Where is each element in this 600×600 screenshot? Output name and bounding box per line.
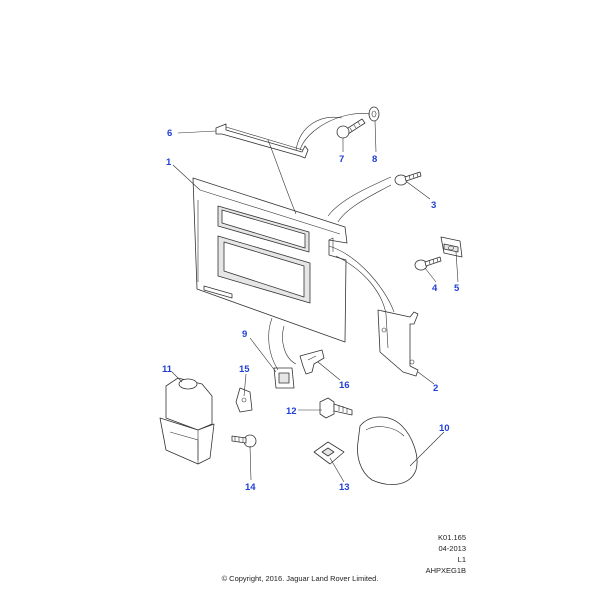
callout-labels: 6 1 7 8 3 4 5 2 9 16 11 15 12 10 14 13 (162, 128, 460, 493)
part-14-screw (231, 434, 257, 448)
callout-15: 15 (239, 364, 250, 375)
callout-5: 5 (454, 283, 460, 294)
part-13-clip (313, 441, 345, 465)
callout-13: 13 (339, 482, 350, 493)
callout-12: 12 (286, 406, 297, 417)
callout-16: 16 (339, 380, 350, 391)
revision-date: 04-2013 (438, 544, 466, 553)
part-11-box (159, 377, 215, 465)
part-2-bracket (377, 309, 419, 377)
level-code: L1 (457, 555, 466, 564)
copyright-notice: © Copyright, 2016. Jaguar Land Rover Lim… (221, 574, 379, 583)
callout-2: 2 (433, 383, 438, 394)
callout-14: 14 (245, 482, 256, 493)
callout-6: 6 (167, 128, 172, 139)
callout-4: 4 (432, 283, 438, 294)
callout-10: 10 (439, 423, 450, 434)
callout-11: 11 (162, 364, 173, 375)
part-8-washer (368, 106, 380, 122)
part-9-grommet (273, 367, 295, 389)
part-1-panel (192, 177, 348, 343)
part-5-clip-nut (440, 236, 463, 258)
part-4-screw (414, 256, 442, 271)
reference-number: K01.165 (438, 533, 466, 542)
illustration-code: AHPXEG1B (425, 566, 466, 575)
part-3-screw (394, 171, 422, 186)
part-16-push-clip (299, 349, 325, 375)
part-10-cover (357, 416, 418, 485)
part-12-bolt (319, 397, 353, 419)
callout-3: 3 (431, 200, 436, 211)
callout-8: 8 (372, 154, 377, 165)
part-7-bolt (336, 118, 366, 139)
callout-9: 9 (242, 329, 247, 340)
part-15-small-clip (235, 387, 253, 413)
callout-1: 1 (166, 157, 172, 168)
callout-7: 7 (339, 154, 344, 165)
part-6-rod (215, 123, 309, 159)
leader-lines (171, 113, 459, 483)
